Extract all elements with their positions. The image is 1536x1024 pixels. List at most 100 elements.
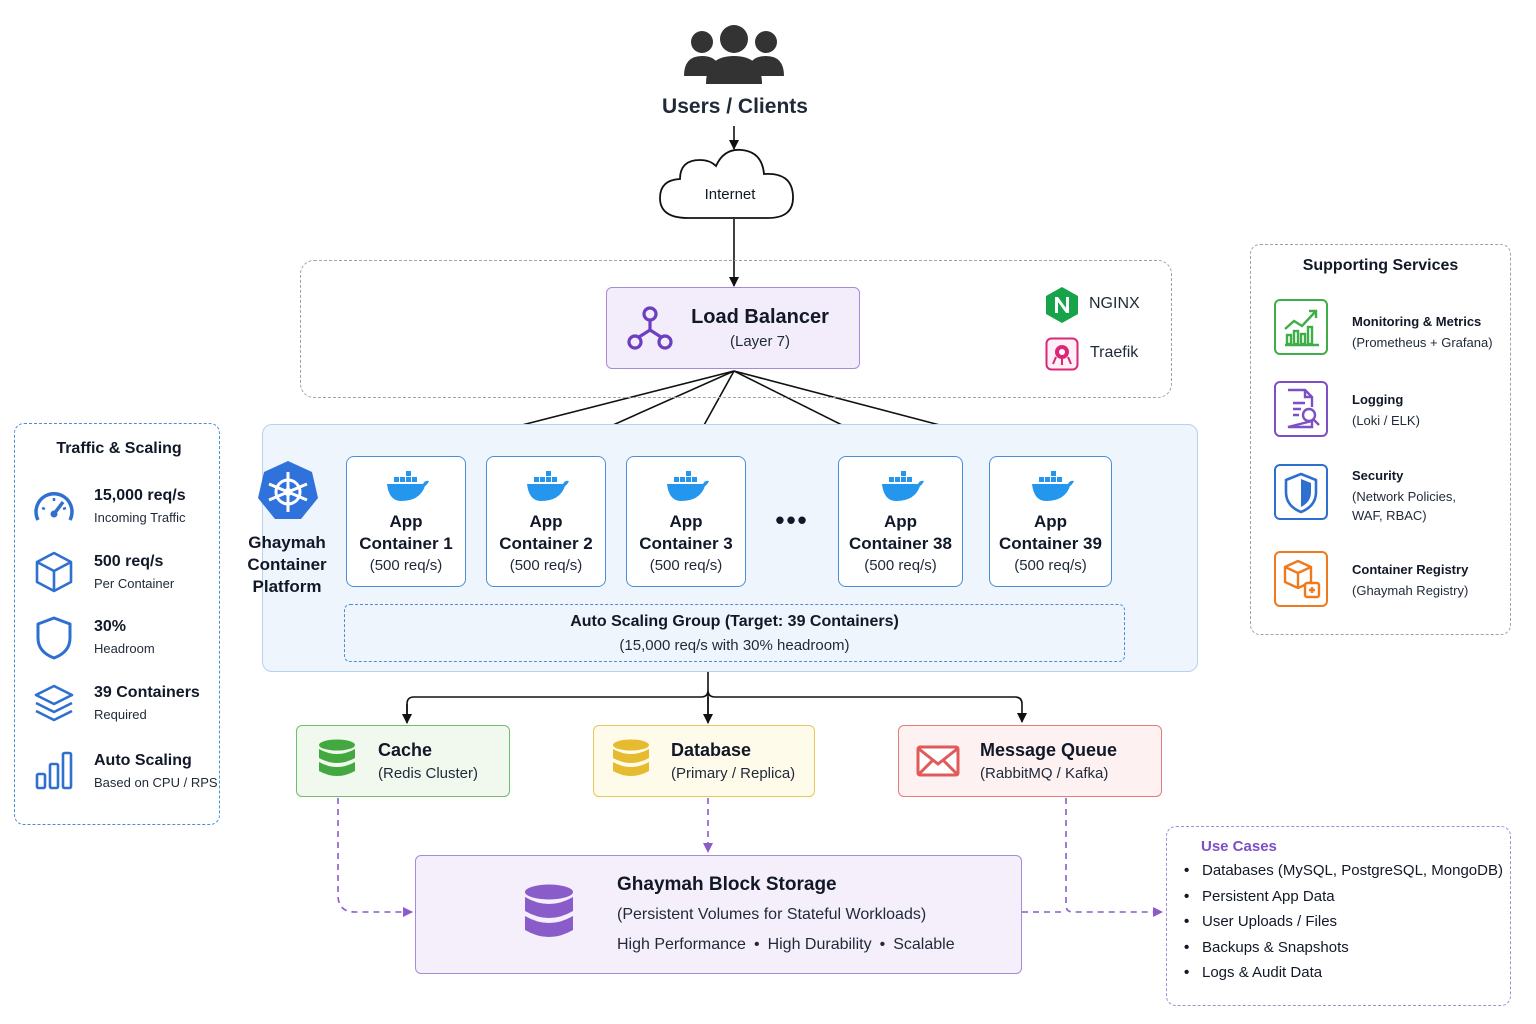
database-subtitle: (Primary / Replica) — [671, 765, 796, 782]
traffic-item-incoming: 15,000 req/s Incoming Traffic — [94, 487, 186, 525]
container-line1: App — [389, 512, 423, 531]
users-group-icon — [684, 25, 784, 84]
use-case-item: •Databases (MySQL, PostgreSQL, MongoDB) — [1184, 862, 1503, 879]
log-search-icon — [1287, 388, 1320, 429]
registry-icon — [1283, 559, 1321, 599]
logging-title: Logging — [1352, 392, 1404, 407]
security-title: Security — [1352, 468, 1404, 483]
database-title: Database — [671, 740, 752, 760]
auto-scaling-group-title: Auto Scaling Group (Target: 39 Container… — [570, 613, 899, 630]
security-subtitle-2: WAF, RBAC) — [1352, 508, 1427, 523]
use-cases-title: Use Cases — [1201, 838, 1277, 855]
load-balancer-box[interactable] — [606, 287, 860, 369]
traffic-scaling-title: Traffic & Scaling — [56, 440, 182, 457]
use-case-item: •Logs & Audit Data — [1184, 964, 1323, 981]
supporting-services-title: Supporting Services — [1302, 257, 1459, 274]
app-container-3[interactable]: App Container 3 (500 req/s) — [626, 456, 746, 587]
traefik-label: Traefik — [1090, 344, 1139, 361]
docker-icon — [882, 471, 924, 501]
use-case-item: •Backups & Snapshots — [1184, 938, 1349, 956]
use-cases-list: •Databases (MySQL, PostgreSQL, MongoDB) … — [1184, 862, 1503, 990]
security-subtitle-1: (Network Policies, — [1352, 489, 1457, 504]
container-line1: App — [883, 512, 918, 531]
nginx-label: NGINX — [1089, 295, 1140, 312]
docker-icon — [527, 471, 569, 501]
container-rate: (500 req/s) — [864, 557, 937, 574]
load-balancer-zone — [300, 260, 1172, 398]
platform-label: Ghaymah Container Platform — [247, 533, 327, 596]
chart-up-icon — [1284, 309, 1319, 347]
docker-icon — [1032, 471, 1074, 501]
docker-icon — [667, 471, 709, 501]
cache-database-icon — [319, 739, 355, 776]
container-rate: (500 req/s) — [1014, 557, 1087, 574]
container-name: Container 2 — [499, 534, 593, 553]
use-case-item: •Persistent App Data — [1184, 887, 1335, 905]
kubernetes-icon — [258, 461, 318, 519]
block-storage-subtitle: (Persistent Volumes for Stateful Workloa… — [617, 906, 927, 923]
container-line1: App — [669, 512, 703, 531]
internet-cloud-icon — [659, 148, 794, 219]
block-storage-box[interactable] — [415, 855, 1022, 974]
block-storage-features: High Performance•High Durability•Scalabl… — [617, 936, 955, 954]
auto-scaling-group-subtitle: (15,000 req/s with 30% headroom) — [619, 637, 850, 654]
traffic-scaling-panel — [14, 423, 220, 825]
queue-to-usecases-arrow — [1065, 798, 1163, 917]
traffic-item-auto-scaling: Auto Scaling Based on CPU / RPS — [94, 752, 218, 790]
feature-separator: • — [753, 936, 760, 953]
monitoring-subtitle: (Prometheus + Grafana) — [1352, 335, 1493, 350]
message-queue-title: Message Queue — [980, 740, 1118, 760]
database-icon — [613, 739, 649, 776]
more-containers-ellipsis: ••• — [775, 505, 809, 535]
platform-to-services-bus — [406, 672, 1022, 722]
container-line1: App — [1033, 512, 1068, 531]
monitoring-title: Monitoring & Metrics — [1352, 314, 1482, 329]
container-name: Container 1 — [359, 534, 453, 553]
use-case-item: •User Uploads / Files — [1184, 913, 1338, 930]
layers-icon — [34, 684, 74, 722]
mail-icon — [916, 745, 960, 777]
users-clients-label: Users / Clients — [662, 95, 808, 118]
message-queue-subtitle: (RabbitMQ / Kafka) — [980, 765, 1109, 782]
auto-scaling-group-box — [344, 604, 1125, 662]
container-name: Container 39 — [999, 534, 1102, 553]
use-cases-panel — [1166, 826, 1511, 1006]
bar-chart-icon — [35, 751, 73, 790]
app-container-39[interactable]: App Container 39 (500 req/s) — [989, 456, 1112, 587]
logging-subtitle: (Loki / ELK) — [1352, 413, 1420, 428]
container-line1: App — [529, 512, 563, 531]
docker-icon — [387, 471, 429, 501]
shield-icon — [36, 616, 72, 660]
registry-title: Container Registry — [1352, 562, 1469, 577]
app-container-2[interactable]: App Container 2 (500 req/s) — [486, 456, 606, 587]
app-container-1[interactable]: App Container 1 (500 req/s) — [346, 456, 466, 587]
cache-subtitle: (Redis Cluster) — [378, 765, 479, 782]
traffic-item-containers: 39 Containers Required — [94, 684, 200, 722]
logging-tile — [1274, 381, 1328, 437]
cube-icon — [35, 551, 73, 593]
container-rate: (500 req/s) — [369, 557, 443, 574]
load-balancer-icon — [627, 306, 673, 350]
registry-tile — [1274, 551, 1328, 607]
cache-to-storage-arrow — [337, 798, 413, 917]
block-storage-title: Ghaymah Block Storage — [617, 874, 837, 895]
traffic-item-per-container: 500 req/s Per Container — [94, 553, 175, 591]
container-rate: (500 req/s) — [649, 557, 723, 574]
load-balancer-title: Load Balancer — [691, 306, 829, 328]
container-name: Container 3 — [639, 534, 733, 553]
feature-performance: High Performance — [617, 936, 746, 953]
cache-title: Cache — [378, 740, 433, 760]
security-tile — [1274, 464, 1328, 520]
feature-durability: High Durability — [767, 936, 872, 953]
container-name: Container 38 — [849, 534, 952, 553]
traffic-item-headroom: 30% Headroom — [94, 618, 155, 656]
registry-subtitle: (Ghaymah Registry) — [1352, 583, 1469, 598]
security-shield-icon — [1284, 472, 1318, 514]
supporting-services-panel — [1250, 244, 1511, 635]
feature-separator: • — [879, 936, 886, 953]
block-storage-icon — [525, 884, 573, 937]
app-container-38[interactable]: App Container 38 (500 req/s) — [838, 456, 963, 587]
container-rate: (500 req/s) — [509, 557, 583, 574]
internet-label: Internet — [704, 186, 756, 203]
traefik-icon — [1045, 337, 1079, 371]
